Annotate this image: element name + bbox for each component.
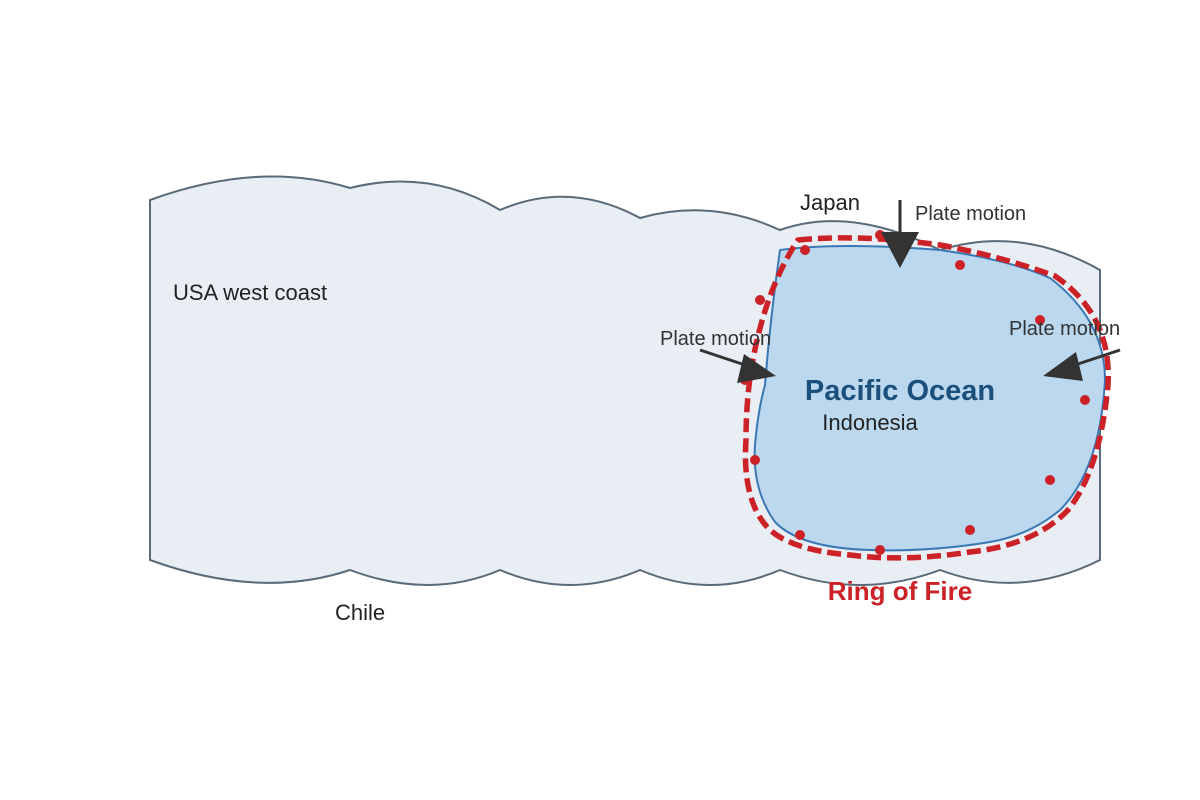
earthquake-dot xyxy=(795,530,805,540)
ring-of-fire-label: Ring of Fire xyxy=(828,576,972,606)
chile-label: Chile xyxy=(335,600,385,625)
earthquake-dot xyxy=(1045,475,1055,485)
earthquake-dot xyxy=(755,295,765,305)
earthquake-dot xyxy=(955,260,965,270)
plate-motion-arrow-top xyxy=(881,200,919,268)
pacific-ocean-label: Pacific Ocean xyxy=(805,375,995,407)
earthquake-dot xyxy=(800,245,810,255)
earthquake-dot xyxy=(1080,395,1090,405)
plate-motion-arrow-right xyxy=(1043,348,1121,381)
plate-motion-label-right: Plate motion xyxy=(1009,318,1120,340)
ring-of-fire-outline xyxy=(742,235,1111,561)
plate-motion-label-top: Plate motion xyxy=(915,203,1026,225)
japan-label: Japan xyxy=(800,190,860,215)
plate-motion-arrow-left xyxy=(699,348,776,383)
indonesia-label: Indonesia xyxy=(822,410,918,435)
earthquake-dot xyxy=(965,525,975,535)
usa-west-coast-label: USA west coast xyxy=(173,280,327,305)
earthquake-dot xyxy=(875,545,885,555)
plate-motion-label-left: Plate motion xyxy=(660,328,771,350)
earthquake-dot xyxy=(750,455,760,465)
earthquake-dot xyxy=(1035,315,1045,325)
